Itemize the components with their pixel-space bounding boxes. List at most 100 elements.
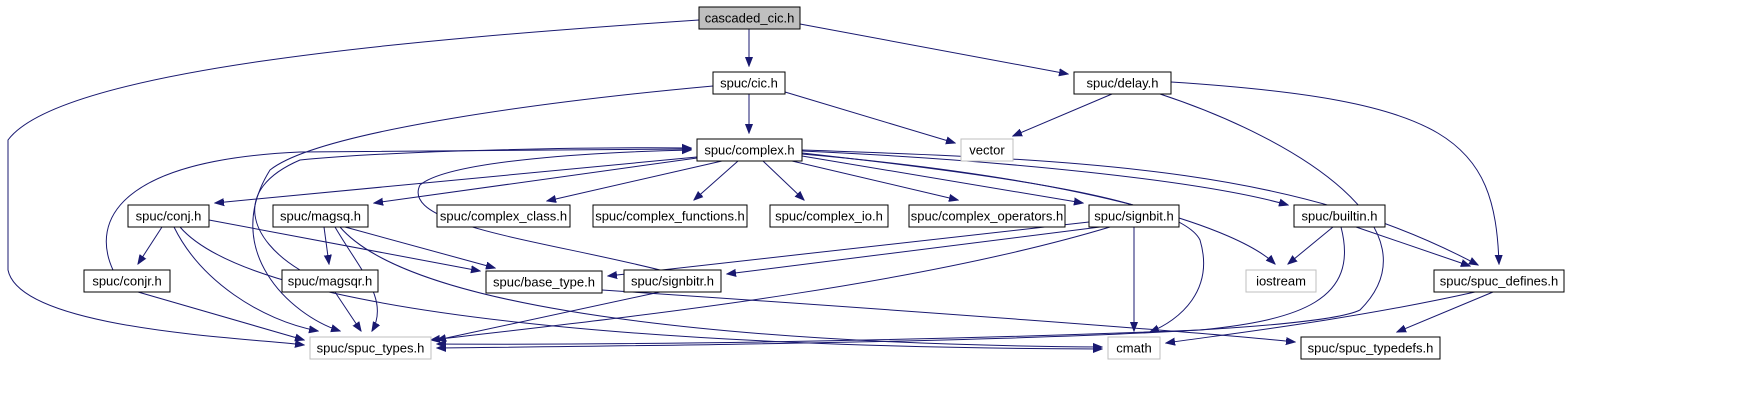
edge-conj-to-base_type <box>208 219 480 271</box>
edge-delay-to-spuc_types <box>437 93 1384 348</box>
node-vector: vector <box>960 138 1014 162</box>
node-box <box>272 204 369 228</box>
node-box <box>1107 336 1161 360</box>
edge-signbit-to-base_type <box>608 221 1090 276</box>
node-complex[interactable]: spuc/complex.h <box>696 138 803 162</box>
edge-complex-to-conj <box>215 156 698 203</box>
node-box <box>485 270 603 294</box>
node-label: spuc/signbitr.h <box>631 274 714 289</box>
node-label: spuc/complex_operators.h <box>911 209 1063 224</box>
node-box <box>592 204 748 228</box>
edge-builtin-to-spuc_defines <box>1355 226 1470 266</box>
edge-signbit-to-signbitr <box>727 226 1101 274</box>
node-box <box>960 138 1014 162</box>
edge-conj-to-spuc_types <box>173 226 318 331</box>
node-box <box>698 6 801 30</box>
edge-delay-to-vector <box>1013 93 1113 136</box>
edge-magsq-to-base_type <box>344 226 495 268</box>
node-box <box>83 269 171 293</box>
node-label: spuc/signbit.h <box>1094 209 1174 224</box>
node-box <box>1433 269 1565 293</box>
node-spuc-typedefs[interactable]: spuc/spuc_typedefs.h <box>1300 336 1441 360</box>
edge-spuc_defines-to-cmath <box>1166 291 1476 343</box>
node-box <box>1300 336 1441 360</box>
node-box <box>623 269 722 293</box>
node-label: spuc/complex.h <box>704 143 794 158</box>
edge-cascaded_cic-to-delay <box>799 23 1068 74</box>
edge-complex-to-spuc_defines <box>801 149 1478 265</box>
node-box <box>1293 204 1386 228</box>
edge-cic-to-spuc_types <box>252 85 714 331</box>
node-delay[interactable]: spuc/delay.h <box>1073 71 1172 95</box>
node-label: spuc/base_type.h <box>493 275 595 290</box>
node-label: spuc/complex_io.h <box>775 209 883 224</box>
node-box <box>127 204 210 228</box>
node-label: spuc/delay.h <box>1086 76 1158 91</box>
edge-complex-to-signbit <box>801 155 1083 203</box>
edge-builtin-to-iostream <box>1288 226 1334 264</box>
node-complex-operators[interactable]: spuc/complex_operators.h <box>908 204 1066 228</box>
node-complex-io[interactable]: spuc/complex_io.h <box>769 204 889 228</box>
node-cmath: cmath <box>1107 336 1161 360</box>
node-label: spuc/cic.h <box>720 76 778 91</box>
node-spuc-defines[interactable]: spuc/spuc_defines.h <box>1433 269 1565 293</box>
edge-complex-to-complex_operators <box>791 160 958 200</box>
node-spuc-types: spuc/spuc_types.h <box>309 336 432 360</box>
node-signbit[interactable]: spuc/signbit.h <box>1088 204 1180 228</box>
node-label: spuc/conj.h <box>136 209 202 224</box>
node-label: spuc/builtin.h <box>1302 209 1378 224</box>
edge-conjr-to-complex <box>105 149 691 271</box>
node-label: iostream <box>1256 274 1306 289</box>
edge-cic-to-vector <box>784 91 955 143</box>
node-label: spuc/spuc_typedefs.h <box>1308 341 1434 356</box>
edge-base_type-to-spuc_typedefs <box>601 289 1295 342</box>
edge-complex-to-complex_io <box>762 160 804 200</box>
node-magsq[interactable]: spuc/magsq.h <box>272 204 369 228</box>
node-conjr[interactable]: spuc/conjr.h <box>83 269 171 293</box>
edge-conj-to-conjr <box>138 226 163 264</box>
node-box <box>1073 71 1172 95</box>
edge-complex-to-complex_functions <box>694 160 739 200</box>
node-label: spuc/spuc_types.h <box>317 341 425 356</box>
node-box <box>1088 204 1180 228</box>
node-label: spuc/complex_functions.h <box>595 209 745 224</box>
node-base-type[interactable]: spuc/base_type.h <box>485 270 603 294</box>
file-nodes: cascaded_cic.h spuc/cic.h spuc/delay.h spuc… <box>83 6 1565 360</box>
node-label: spuc/conjr.h <box>92 274 161 289</box>
node-label: spuc/magsqr.h <box>288 274 373 289</box>
node-cic[interactable]: spuc/cic.h <box>712 71 786 95</box>
node-label: cmath <box>1116 341 1151 356</box>
node-box <box>281 269 379 293</box>
node-box <box>908 204 1066 228</box>
edge-magsq-to-cmath <box>339 226 1102 347</box>
node-signbitr[interactable]: spuc/signbitr.h <box>623 269 722 293</box>
edge-complex-to-complex_class <box>547 160 723 201</box>
node-label: cascaded_cic.h <box>705 11 795 26</box>
node-conj[interactable]: spuc/conj.h <box>127 204 210 228</box>
edge-magsq-to-magsqr <box>323 226 329 264</box>
node-box <box>436 204 571 228</box>
node-box <box>769 204 889 228</box>
node-label: spuc/spuc_defines.h <box>1440 274 1559 289</box>
node-complex-class[interactable]: spuc/complex_class.h <box>436 204 571 228</box>
node-box <box>309 336 432 360</box>
node-box <box>1245 269 1317 293</box>
node-cascaded-cic[interactable]: cascaded_cic.h <box>698 6 801 30</box>
node-builtin[interactable]: spuc/builtin.h <box>1293 204 1386 228</box>
node-complex-functions[interactable]: spuc/complex_functions.h <box>592 204 748 228</box>
dependency-edges <box>7 19 1499 349</box>
node-magsqr[interactable]: spuc/magsqr.h <box>281 269 379 293</box>
node-box <box>712 71 786 95</box>
edge-signbit-to-spuc_types <box>431 226 1111 340</box>
edge-signbitr-to-complex <box>417 150 691 271</box>
edge-conjr-to-spuc_types <box>137 291 304 340</box>
node-box <box>696 138 803 162</box>
edge-magsqr-to-spuc_types <box>334 291 361 331</box>
edge-builtin-to-spuc_types <box>437 226 1345 344</box>
edge-spuc_defines-to-spuc_typedefs <box>1397 291 1494 332</box>
node-label: vector <box>969 143 1005 158</box>
edge-cascaded_cic-to-spuc_types <box>7 19 700 345</box>
node-label: spuc/magsq.h <box>280 209 361 224</box>
node-iostream: iostream <box>1245 269 1317 293</box>
